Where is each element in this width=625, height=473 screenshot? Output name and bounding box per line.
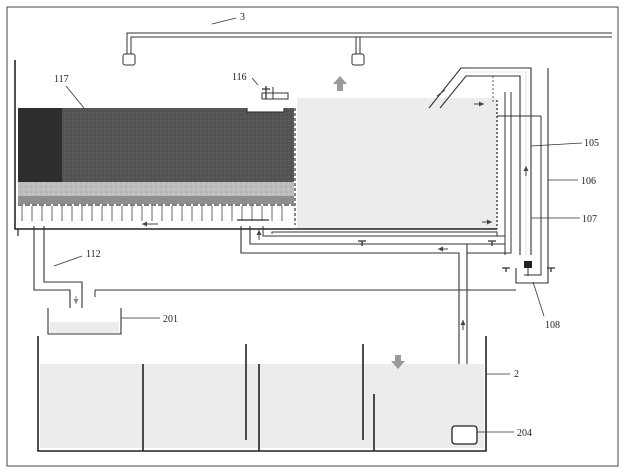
collection-tray-201 — [47, 308, 160, 335]
label-107: 107 — [582, 214, 597, 225]
clear-water-zone — [297, 98, 497, 229]
label-3: 3 — [240, 12, 245, 23]
label-2: 2 — [514, 369, 519, 380]
label-117: 117 — [54, 74, 69, 85]
label-116: 116 — [232, 72, 247, 83]
valve-108-assembly — [502, 261, 555, 317]
air-out-arrow-icon — [333, 76, 347, 91]
underdrain-nozzles — [21, 206, 283, 221]
label-106: 106 — [581, 176, 596, 187]
valve-116 — [251, 77, 289, 100]
outer-shell-106 — [497, 68, 549, 284]
pump-204 — [451, 425, 514, 445]
air-diffuser-right — [351, 53, 365, 66]
label-108: 108 — [545, 320, 560, 331]
inflow-arrow-icon — [391, 355, 405, 369]
overflow-return-pipe-105 — [428, 67, 532, 255]
gravel-layer — [18, 182, 294, 196]
label-204: 204 — [517, 428, 532, 439]
label-105: 105 — [584, 138, 599, 149]
bottom-tank-water — [40, 364, 484, 448]
drain-pipe-112 — [33, 226, 516, 310]
air-diffuser-left — [122, 53, 136, 66]
air-supply-line — [122, 17, 612, 66]
label-112: 112 — [86, 249, 101, 260]
collection-pipe — [237, 219, 512, 427]
media-bed-117 — [62, 108, 294, 182]
support-layer — [18, 196, 294, 204]
dark-media-bed — [18, 108, 62, 182]
figure-frame — [6, 6, 619, 467]
label-201: 201 — [163, 314, 178, 325]
main-tank — [14, 60, 498, 236]
bottom-tank-2 — [37, 336, 510, 452]
